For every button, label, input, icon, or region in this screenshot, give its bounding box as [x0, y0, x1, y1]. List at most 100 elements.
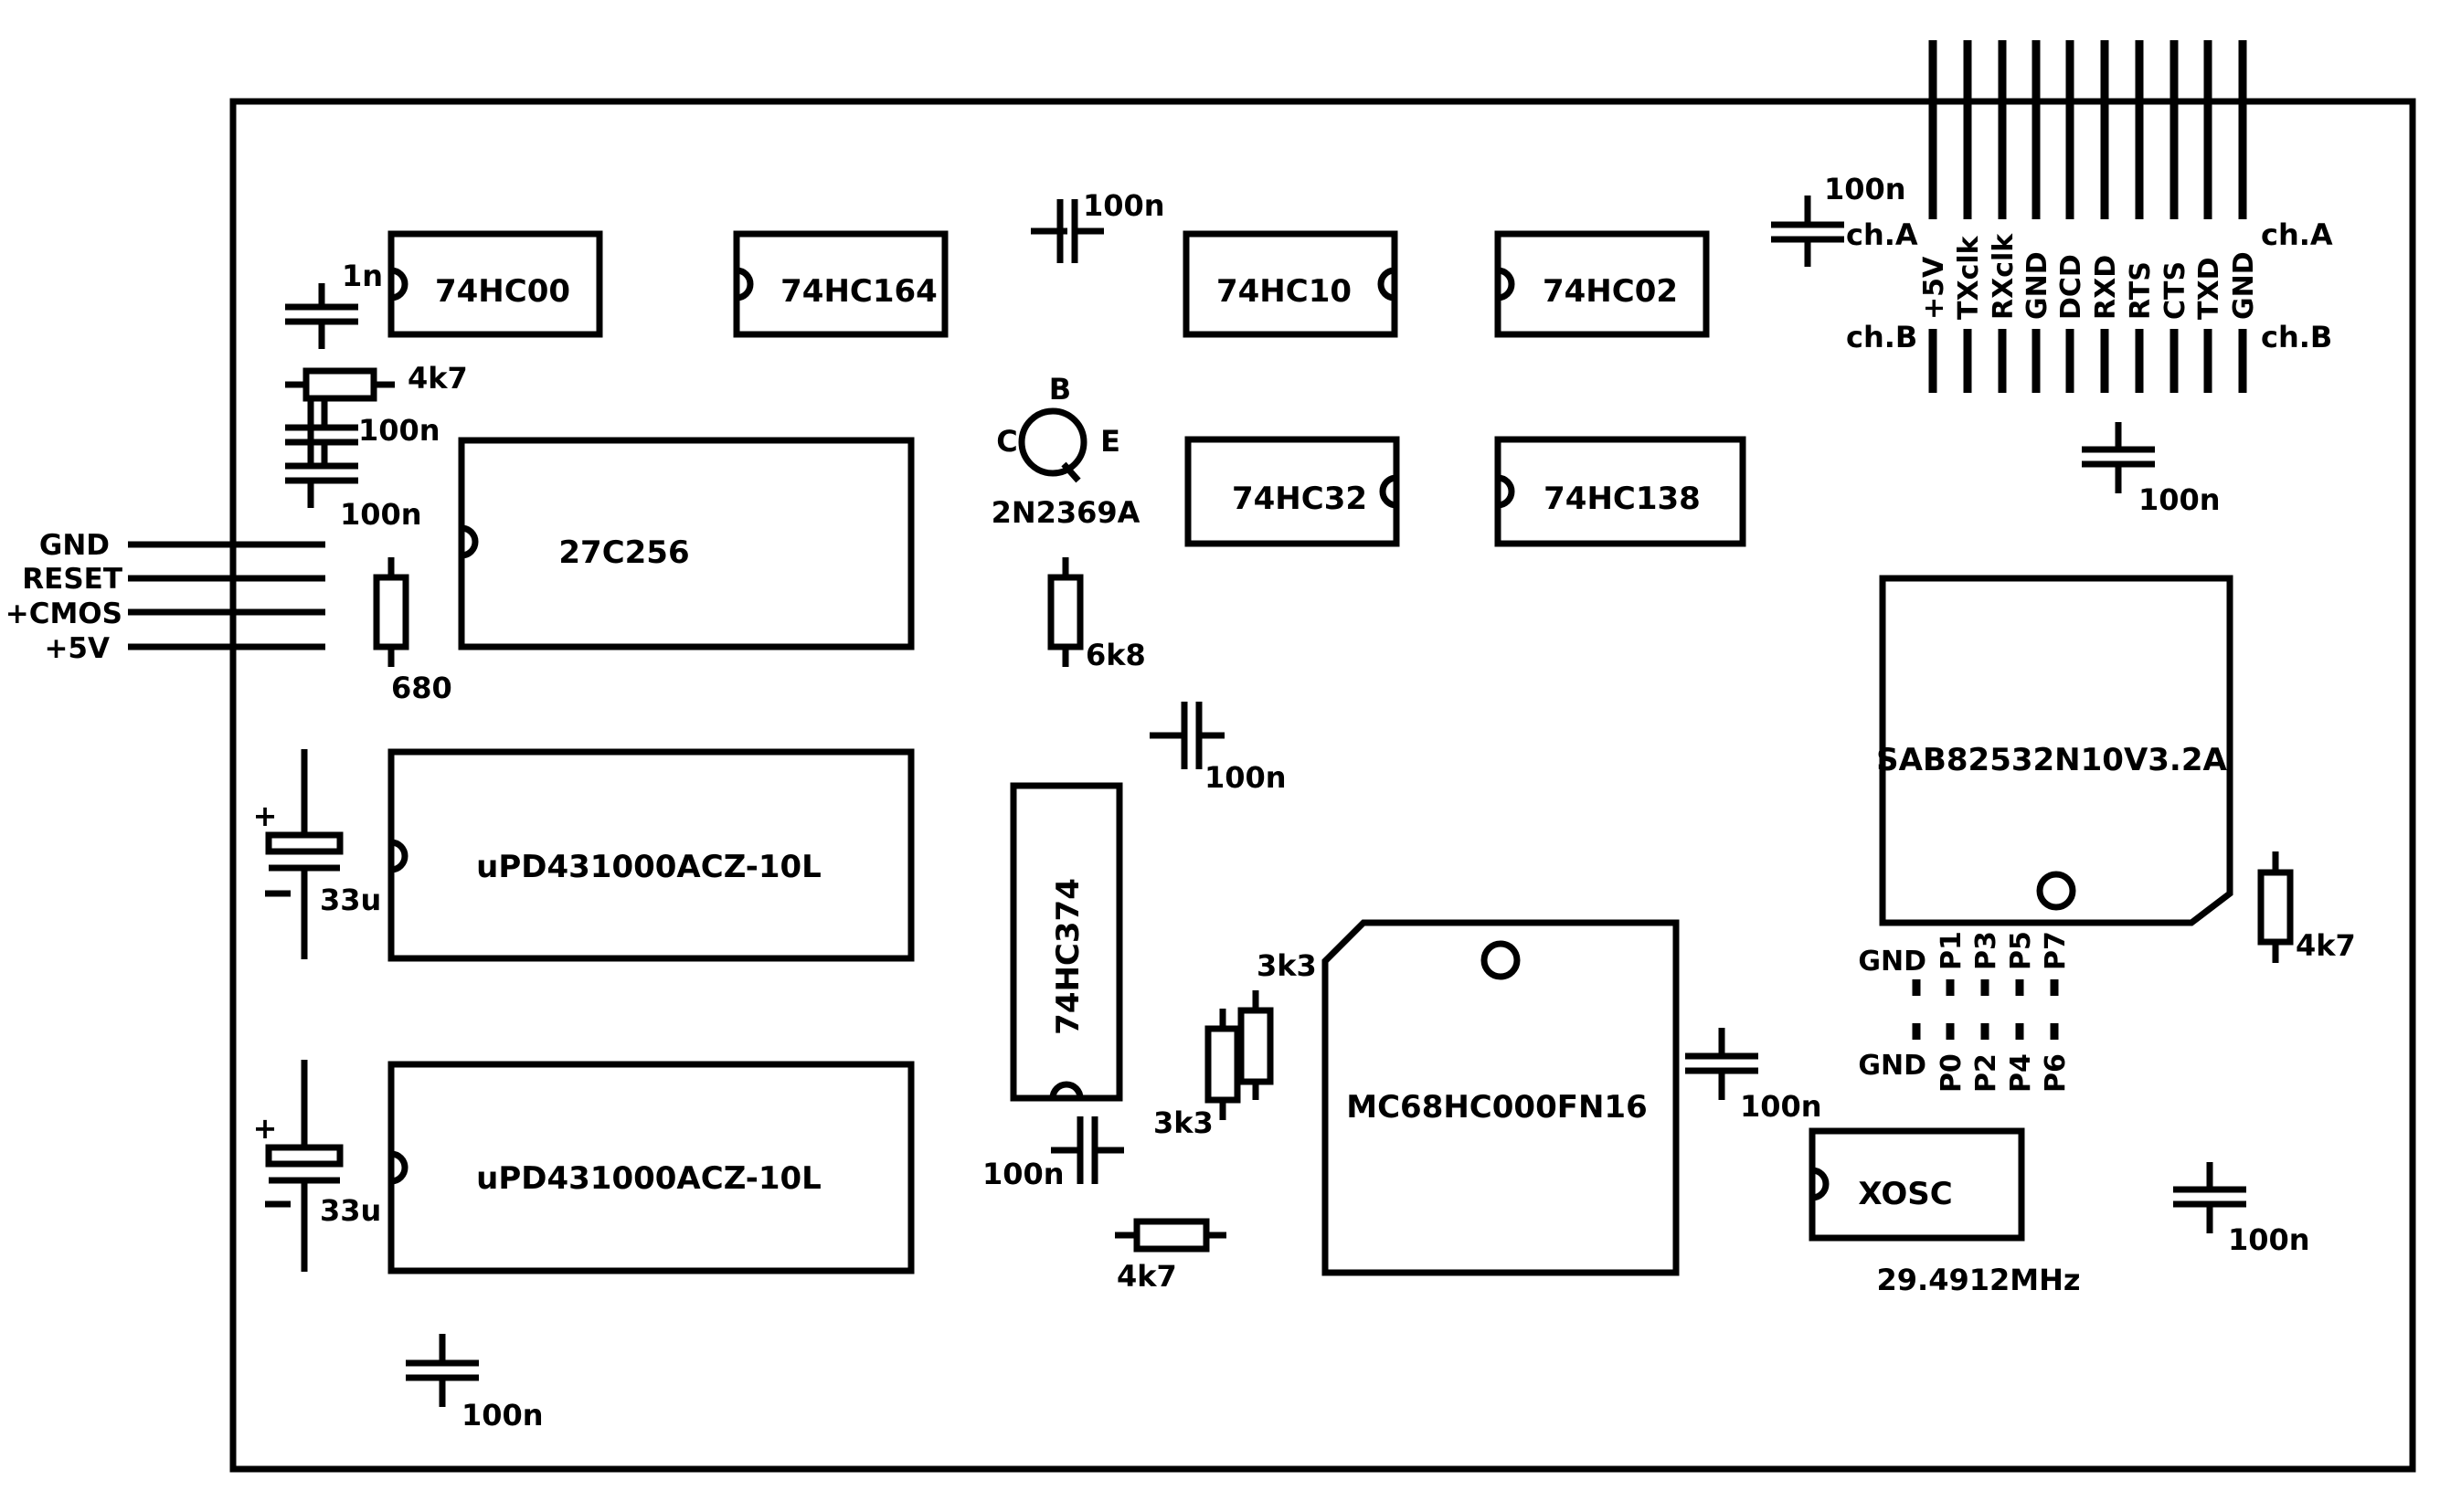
power-pin-reset: RESET: [22, 563, 122, 596]
label-xtal-freq: 29.4912MHz: [1877, 1263, 2081, 1297]
power-pin-cmos: +CMOS: [5, 597, 122, 630]
res-3k3-b: [1204, 1009, 1241, 1120]
svg-text:TXclk: TXclk: [1953, 235, 1985, 320]
label-res-4k7-right: 4k7: [2296, 928, 2356, 963]
ic-ram-1: uPD431000ACZ-10L: [387, 748, 915, 962]
label-cap-100n-top: 100n: [1083, 188, 1165, 223]
label-res-6k8: 6k8: [1086, 638, 1146, 672]
port-header: GND P1 P3 P5 P7 GND P0 P2 P4 P6: [1858, 931, 2072, 1093]
label-ch-b-left: ch.B: [1846, 320, 1917, 354]
ic-xosc: XOSC: [1809, 1127, 2025, 1242]
label-cap-100n-a: 100n: [358, 413, 440, 448]
svg-text:P2: P2: [1970, 1053, 2002, 1093]
svg-text:P5: P5: [2005, 931, 2037, 970]
ic-74hc00: 74HC00: [387, 230, 603, 338]
label-res-680: 680: [391, 671, 452, 705]
ic-74hc374: 74HC374: [1010, 782, 1123, 1102]
svg-text:RXclk: RXclk: [1988, 233, 2020, 320]
cap-100n-top: [1031, 199, 1104, 263]
ic-27c256: 27C256: [458, 437, 915, 650]
label-cap-100n-b: 100n: [340, 497, 422, 532]
svg-text:SAB82532N10V3.2A: SAB82532N10V3.2A: [1876, 742, 2227, 778]
svg-text:TXD: TXD: [2193, 258, 2225, 321]
board-outline: [229, 98, 2416, 1473]
svg-text:74HC164: 74HC164: [780, 273, 938, 310]
label-cap-100n-hdr: 100n: [1824, 172, 1906, 206]
cap-100n-374: [1051, 1116, 1124, 1184]
svg-text:XOSC: XOSC: [1858, 1176, 1952, 1212]
svg-text:P1: P1: [1936, 931, 1968, 970]
svg-text:GND: GND: [1858, 946, 1926, 978]
svg-text:74HC374: 74HC374: [1050, 878, 1087, 1035]
power-pin-gnd: GND: [39, 529, 110, 562]
ic-74hc164: 74HC164: [733, 230, 949, 338]
label-res-4k7-bottom: 4k7: [1117, 1259, 1177, 1294]
label-cap-100n-mid: 100n: [1204, 760, 1287, 795]
ic-ram-2: uPD431000ACZ-10L: [387, 1061, 915, 1274]
label-res-4k7-top: 4k7: [408, 361, 468, 396]
svg-text:74HC10: 74HC10: [1216, 273, 1352, 310]
ic-74hc32: 74HC32: [1184, 436, 1400, 547]
svg-text:74HC00: 74HC00: [435, 273, 570, 310]
label-cap-100n-br: 100n: [2228, 1222, 2310, 1257]
svg-text:+5V: +5V: [1918, 256, 1950, 320]
res-4k7-top: [285, 367, 395, 402]
svg-text:P3: P3: [1970, 931, 2002, 970]
res-3k3-a: [1237, 990, 1274, 1100]
svg-text:P6: P6: [2040, 1053, 2072, 1093]
cap-33u-1: [265, 749, 344, 959]
svg-text:DCD: DCD: [2055, 254, 2087, 320]
res-6k8: [1047, 557, 1084, 667]
label-plus-1: +: [253, 798, 278, 833]
svg-text:P7: P7: [2040, 931, 2072, 970]
label-ch-b-right: ch.B: [2261, 320, 2332, 354]
svg-text:RTS: RTS: [2125, 261, 2157, 320]
power-pin-5v: +5V: [44, 632, 110, 665]
svg-text:MC68HC000FN16: MC68HC000FN16: [1346, 1089, 1647, 1126]
cap-33u-2: [265, 1060, 344, 1272]
svg-text:CTS: CTS: [2159, 261, 2191, 320]
cap-100n-hdr: [1771, 196, 1844, 267]
svg-text:GND: GND: [2228, 251, 2260, 320]
ic-scc: SAB82532N10V3.2A: [1876, 575, 2233, 926]
svg-text:GND: GND: [1858, 1050, 1926, 1082]
label-cap-33u-2: 33u: [320, 1193, 381, 1228]
svg-text:GND: GND: [2021, 251, 2053, 320]
ic-cpu: MC68HC000FN16: [1321, 919, 1680, 1276]
cap-100n-br: [2173, 1162, 2246, 1233]
power-connector: GND RESET +CMOS +5V: [5, 529, 325, 665]
cap-100n-cpu: [1685, 1028, 1758, 1100]
label-cap-33u-1: 33u: [320, 883, 381, 917]
svg-text:P4: P4: [2005, 1053, 2037, 1093]
res-4k7-right: [2257, 851, 2294, 963]
cap-1n: [285, 283, 358, 349]
ic-74hc138: 74HC138: [1494, 436, 1746, 547]
label-cap-100n-cpu: 100n: [1740, 1089, 1822, 1124]
cap-100n-bl: [406, 1334, 479, 1407]
svg-text:E: E: [1100, 424, 1120, 459]
svg-text:74HC138: 74HC138: [1544, 481, 1701, 517]
svg-text:C: C: [996, 424, 1017, 459]
cap-100n-right: [2082, 422, 2155, 493]
svg-text:RXD: RXD: [2090, 255, 2122, 320]
cap-100n-mid: [1150, 702, 1225, 769]
res-4k7-bottom: [1115, 1218, 1226, 1253]
label-plus-2: +: [253, 1111, 278, 1146]
res-680: [373, 557, 409, 667]
cap-100n-b: [285, 398, 358, 508]
label-ch-a-right: ch.A: [2261, 217, 2333, 252]
svg-text:74HC02: 74HC02: [1543, 273, 1678, 310]
label-cap-1n: 1n: [342, 259, 383, 293]
svg-text:74HC32: 74HC32: [1232, 481, 1367, 517]
label-res-3k3-b: 3k3: [1153, 1105, 1214, 1140]
serial-header: +5V TXclk RXclk GND DCD RXD RTS CTS TXD …: [1918, 40, 2260, 393]
cap-100n-a: [285, 398, 358, 466]
transistor-2n2369a: B C E 2N2369A: [992, 372, 1140, 530]
label-cap-100n-374: 100n: [982, 1157, 1065, 1191]
svg-text:uPD431000ACZ-10L: uPD431000ACZ-10L: [476, 849, 822, 885]
label-res-3k3-a: 3k3: [1257, 948, 1317, 983]
svg-text:P0: P0: [1936, 1053, 1968, 1093]
svg-text:B: B: [1049, 372, 1071, 407]
label-cap-100n-right: 100n: [2138, 482, 2221, 517]
